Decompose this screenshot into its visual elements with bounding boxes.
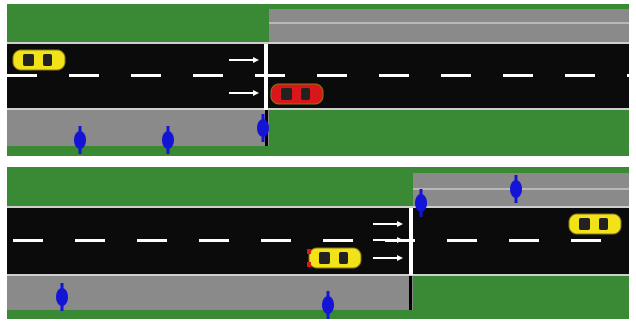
sidewalk-edge bbox=[409, 276, 412, 310]
lane-dash bbox=[75, 239, 105, 242]
lane-dash bbox=[571, 239, 601, 242]
top-scene bbox=[7, 4, 629, 156]
lane-dash bbox=[323, 239, 353, 242]
stop-line bbox=[264, 44, 268, 110]
passing-car bbox=[271, 84, 323, 104]
lane-dash bbox=[627, 74, 629, 77]
stop-line bbox=[409, 208, 413, 275]
braking-car bbox=[307, 248, 361, 268]
brake-light bbox=[307, 262, 311, 267]
lane-dash bbox=[441, 74, 471, 77]
lane-dash bbox=[503, 74, 533, 77]
approaching-car bbox=[13, 50, 65, 70]
lane-dash bbox=[137, 239, 167, 242]
lane-dash bbox=[317, 74, 347, 77]
lane-dash bbox=[131, 74, 161, 77]
lane-dash bbox=[193, 74, 223, 77]
sidewalk-far bbox=[269, 9, 629, 42]
lane-dash bbox=[7, 74, 37, 77]
lane-dash bbox=[379, 74, 409, 77]
lane-dash bbox=[255, 74, 285, 77]
sidewalk-near bbox=[7, 110, 269, 146]
lane-dash bbox=[69, 74, 99, 77]
top-scene-panel bbox=[7, 4, 629, 156]
bottom-scene bbox=[7, 167, 629, 319]
lane-dash bbox=[261, 239, 291, 242]
brake-light bbox=[307, 249, 311, 254]
lane-dash bbox=[13, 239, 43, 242]
oncoming-car bbox=[569, 214, 621, 234]
lane-dash bbox=[447, 239, 477, 242]
bottom-scene-panel bbox=[7, 167, 629, 319]
sidewalk-near bbox=[7, 276, 413, 310]
lane-dash bbox=[199, 239, 229, 242]
lane-dash bbox=[565, 74, 595, 77]
lane-dash bbox=[509, 239, 539, 242]
